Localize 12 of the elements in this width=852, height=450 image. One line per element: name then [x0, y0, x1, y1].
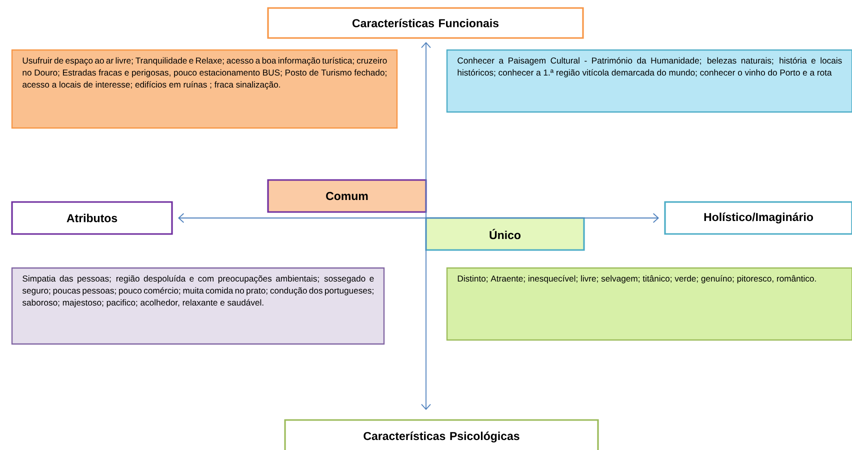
connector-arrow	[178, 213, 659, 223]
heading-box: Atributos	[11, 201, 173, 235]
heading-box: Holístico/Imaginário	[664, 201, 852, 235]
heading-box: Características Funcionais	[267, 7, 584, 39]
text-box: Simpatia das pessoas; região despoluída e com preocupações ambientais; sossegado e seguro; poucas pessoas; pouco comércio; muita comida no prato; condução dos portugueses; saboroso; majestoso; pacifico; acolhedor, relaxante e saudável.	[11, 267, 385, 345]
label-box: Comum	[267, 179, 427, 213]
text-box: Distinto; Atraente; inesquecível; livre; selvagem; titânico; verde; genuíno; pitoresco, romântico.	[446, 267, 852, 341]
label-box: Único	[425, 217, 585, 251]
heading-box: Características Psicológicas	[284, 419, 599, 450]
text-box: Conhecer a Paisagem Cultural - Património da Humanidade; belezas naturais; história e locais históricos; conhecer a 1.ª região vitícola demarcada do mundo; conhecer o vinho do Porto e a rota	[446, 49, 852, 113]
text-box: Usufruir de espaço ao ar livre; Tranquilidade e Relaxe; acesso a boa informação turística; cruzeiro no Douro; Estradas fracas e perigosas, pouco estacionamento BUS; Posto de Turismo fechado; acesso a locais de interesse; edifícios em ruínas ; fraca sinalização.	[11, 49, 398, 129]
connector-arrow	[421, 42, 431, 410]
